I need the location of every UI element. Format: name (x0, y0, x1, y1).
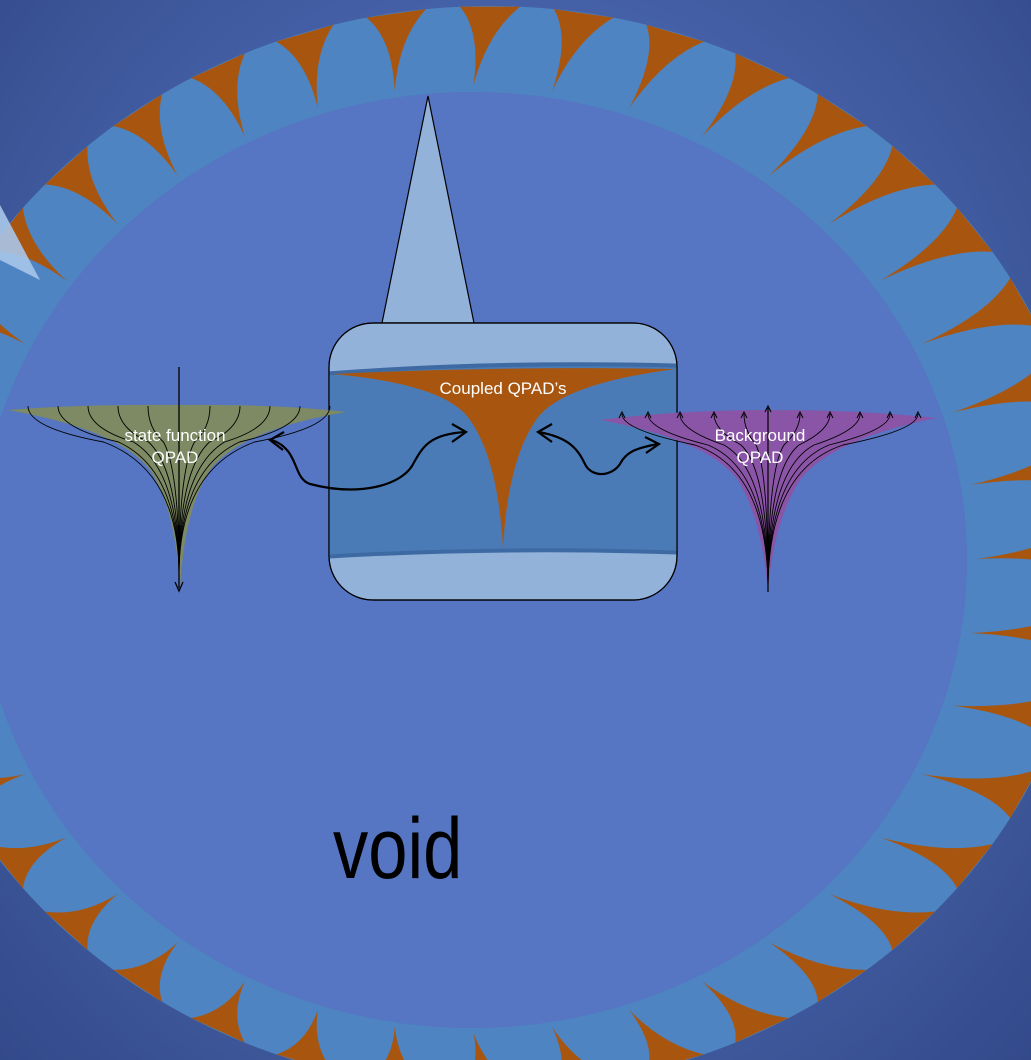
left-arrowhead-in (451, 423, 469, 443)
green-flow-line (147, 405, 180, 576)
ring-cusp (829, 145, 936, 224)
ring-cusp (952, 373, 1031, 413)
purple-flow-line (621, 413, 769, 591)
purple-flow-line (767, 413, 891, 591)
purple-flow-arrowhead (886, 410, 894, 419)
ring-cusp (191, 53, 245, 137)
ring-cusp (976, 547, 1031, 560)
green-funnel-shape (8, 404, 346, 590)
green-flow-line (178, 405, 301, 576)
purple-flow-arrowhead (856, 410, 864, 419)
left-arrowhead-out (268, 431, 285, 451)
purple-flow-line (767, 413, 861, 591)
ring-cusp (769, 94, 867, 176)
purple-flow-arrowhead (826, 410, 834, 419)
ring-cusp (628, 1009, 704, 1060)
purple-flow-arrowhead (740, 410, 748, 419)
ring-cusp (628, 24, 704, 109)
background-label-line2: QPAD (736, 448, 784, 467)
green-flow-line (57, 405, 180, 576)
purple-axis-arrowhead (764, 404, 772, 413)
ring-cusp (552, 1027, 582, 1060)
ring-cusps (0, 6, 1031, 1060)
purple-flow-arrowhead (644, 410, 652, 419)
purple-flow-line (767, 413, 919, 591)
ring-cusp (880, 837, 993, 889)
purple-flow-arrowhead (618, 410, 626, 419)
ring-cusp (44, 894, 118, 951)
right-arrowhead-in (644, 436, 662, 454)
ring-cusp (366, 9, 427, 91)
purple-flow-arrowhead (676, 410, 684, 419)
purple-flow-line (767, 413, 801, 591)
ring-cusp (880, 207, 993, 281)
green-flow-lines (27, 405, 331, 576)
ring-cusp (829, 894, 936, 951)
ring-cusp (113, 942, 178, 1002)
green-flow-line (87, 405, 180, 576)
purple-flow-line (647, 413, 769, 591)
coupled-qpad-label: Coupled QPAD’s (439, 379, 567, 398)
box-band-top-line (329, 362, 677, 376)
ring-cusp (0, 837, 67, 889)
purple-flow-arrowhead (914, 410, 922, 419)
ring-cusp (44, 145, 118, 224)
ring-cusp (191, 981, 245, 1043)
left-coupling-arrow (271, 430, 467, 491)
green-flow-line (178, 405, 271, 576)
state-function-funnel (8, 367, 346, 593)
ring-cusp (970, 465, 1031, 485)
green-axis-arrow (174, 581, 184, 593)
ring-cusp (276, 24, 334, 109)
state-function-label-line1: state function (124, 426, 226, 445)
purple-flow-arrowhead (710, 410, 718, 419)
background-label-line1: Background (714, 426, 806, 445)
green-flow-line (117, 405, 180, 576)
box-border (328, 322, 678, 601)
ring-cusp (701, 53, 789, 137)
ring-cusp (970, 626, 1031, 641)
purple-flow-line (679, 413, 769, 591)
purple-flow-line (767, 413, 831, 591)
ring-cusp (769, 942, 867, 1002)
right-coupling-arrow (537, 430, 659, 476)
ring-cusp (0, 774, 25, 786)
ring-cusp (276, 1009, 326, 1060)
ring-cusp (952, 701, 1031, 728)
ring-cusp (701, 981, 789, 1043)
purple-flow-line (743, 413, 769, 591)
box-band-bottom-line (329, 548, 677, 559)
ring-cusp (113, 94, 178, 176)
ring-cusp (459, 6, 521, 86)
green-flow-line (27, 405, 180, 576)
purple-flow-lines (618, 404, 922, 592)
left-light-spike (0, 205, 40, 280)
background-funnel (600, 404, 936, 592)
state-function-label-line2: QPAD (151, 448, 199, 467)
coupling-arrows (268, 423, 662, 491)
green-flow-line (178, 405, 331, 576)
ring-cusp (921, 771, 1031, 819)
ring-cusp (552, 9, 614, 91)
ring-cusp (385, 1027, 405, 1060)
purple-flow-arrowhead (796, 410, 804, 419)
ring-cusp (0, 207, 67, 281)
purple-flow-line (713, 413, 769, 591)
ring-cusp (0, 323, 25, 344)
coupled-qpad-box (328, 95, 678, 601)
void-label: void (333, 801, 463, 897)
ring-cusp (473, 1032, 488, 1060)
green-flow-line (178, 405, 241, 576)
ring-cusp (921, 277, 1031, 344)
right-arrowhead-out (535, 423, 553, 443)
coupled-funnel (332, 368, 676, 548)
green-flow-line (178, 405, 211, 576)
